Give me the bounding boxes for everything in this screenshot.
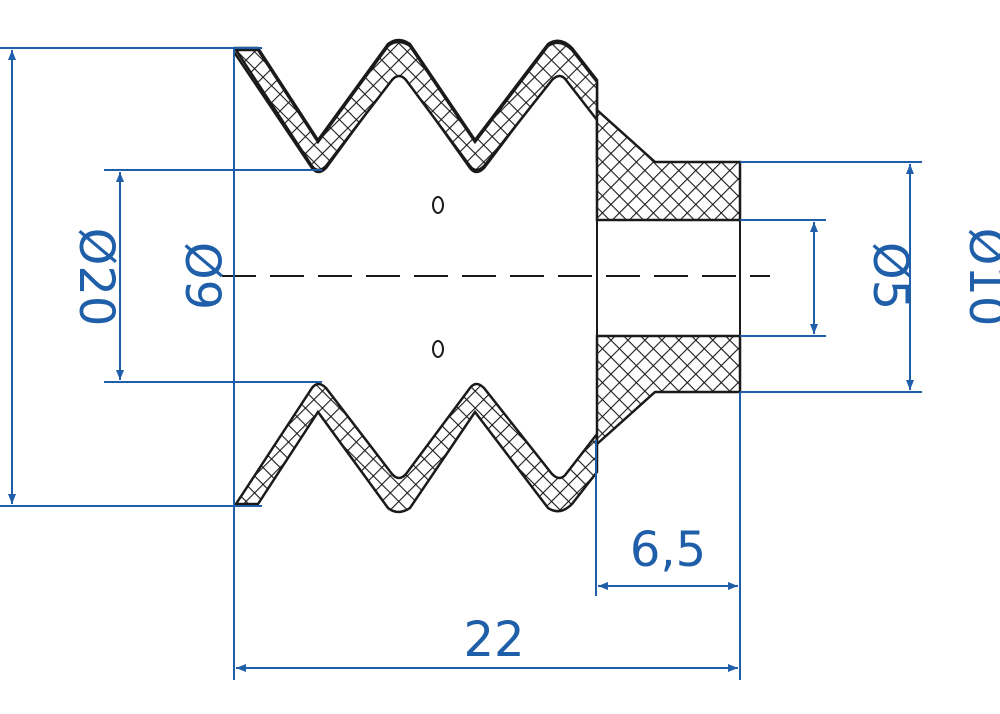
vent-hole-lower [432, 340, 444, 358]
upper-neck-block [595, 107, 742, 222]
lower-corrugation-fill [233, 382, 599, 514]
bellows-section [232, 38, 742, 514]
dim-label-bore-diameter: Ø5 [862, 242, 918, 310]
dim-label-outer-diameter: Ø20 [68, 228, 124, 327]
dim-label-overall-length: 22 [463, 612, 524, 668]
dim-label-neck-diameter: Ø10 [958, 228, 1000, 327]
dim-label-neck-length: 6,5 [630, 522, 706, 578]
dim-label-inner-diameter: Ø9 [174, 242, 230, 310]
upper-corrugation-fill [233, 40, 599, 172]
dimension-lines [0, 47, 922, 680]
lower-neck-block [595, 334, 742, 447]
vent-hole-upper [432, 196, 444, 214]
